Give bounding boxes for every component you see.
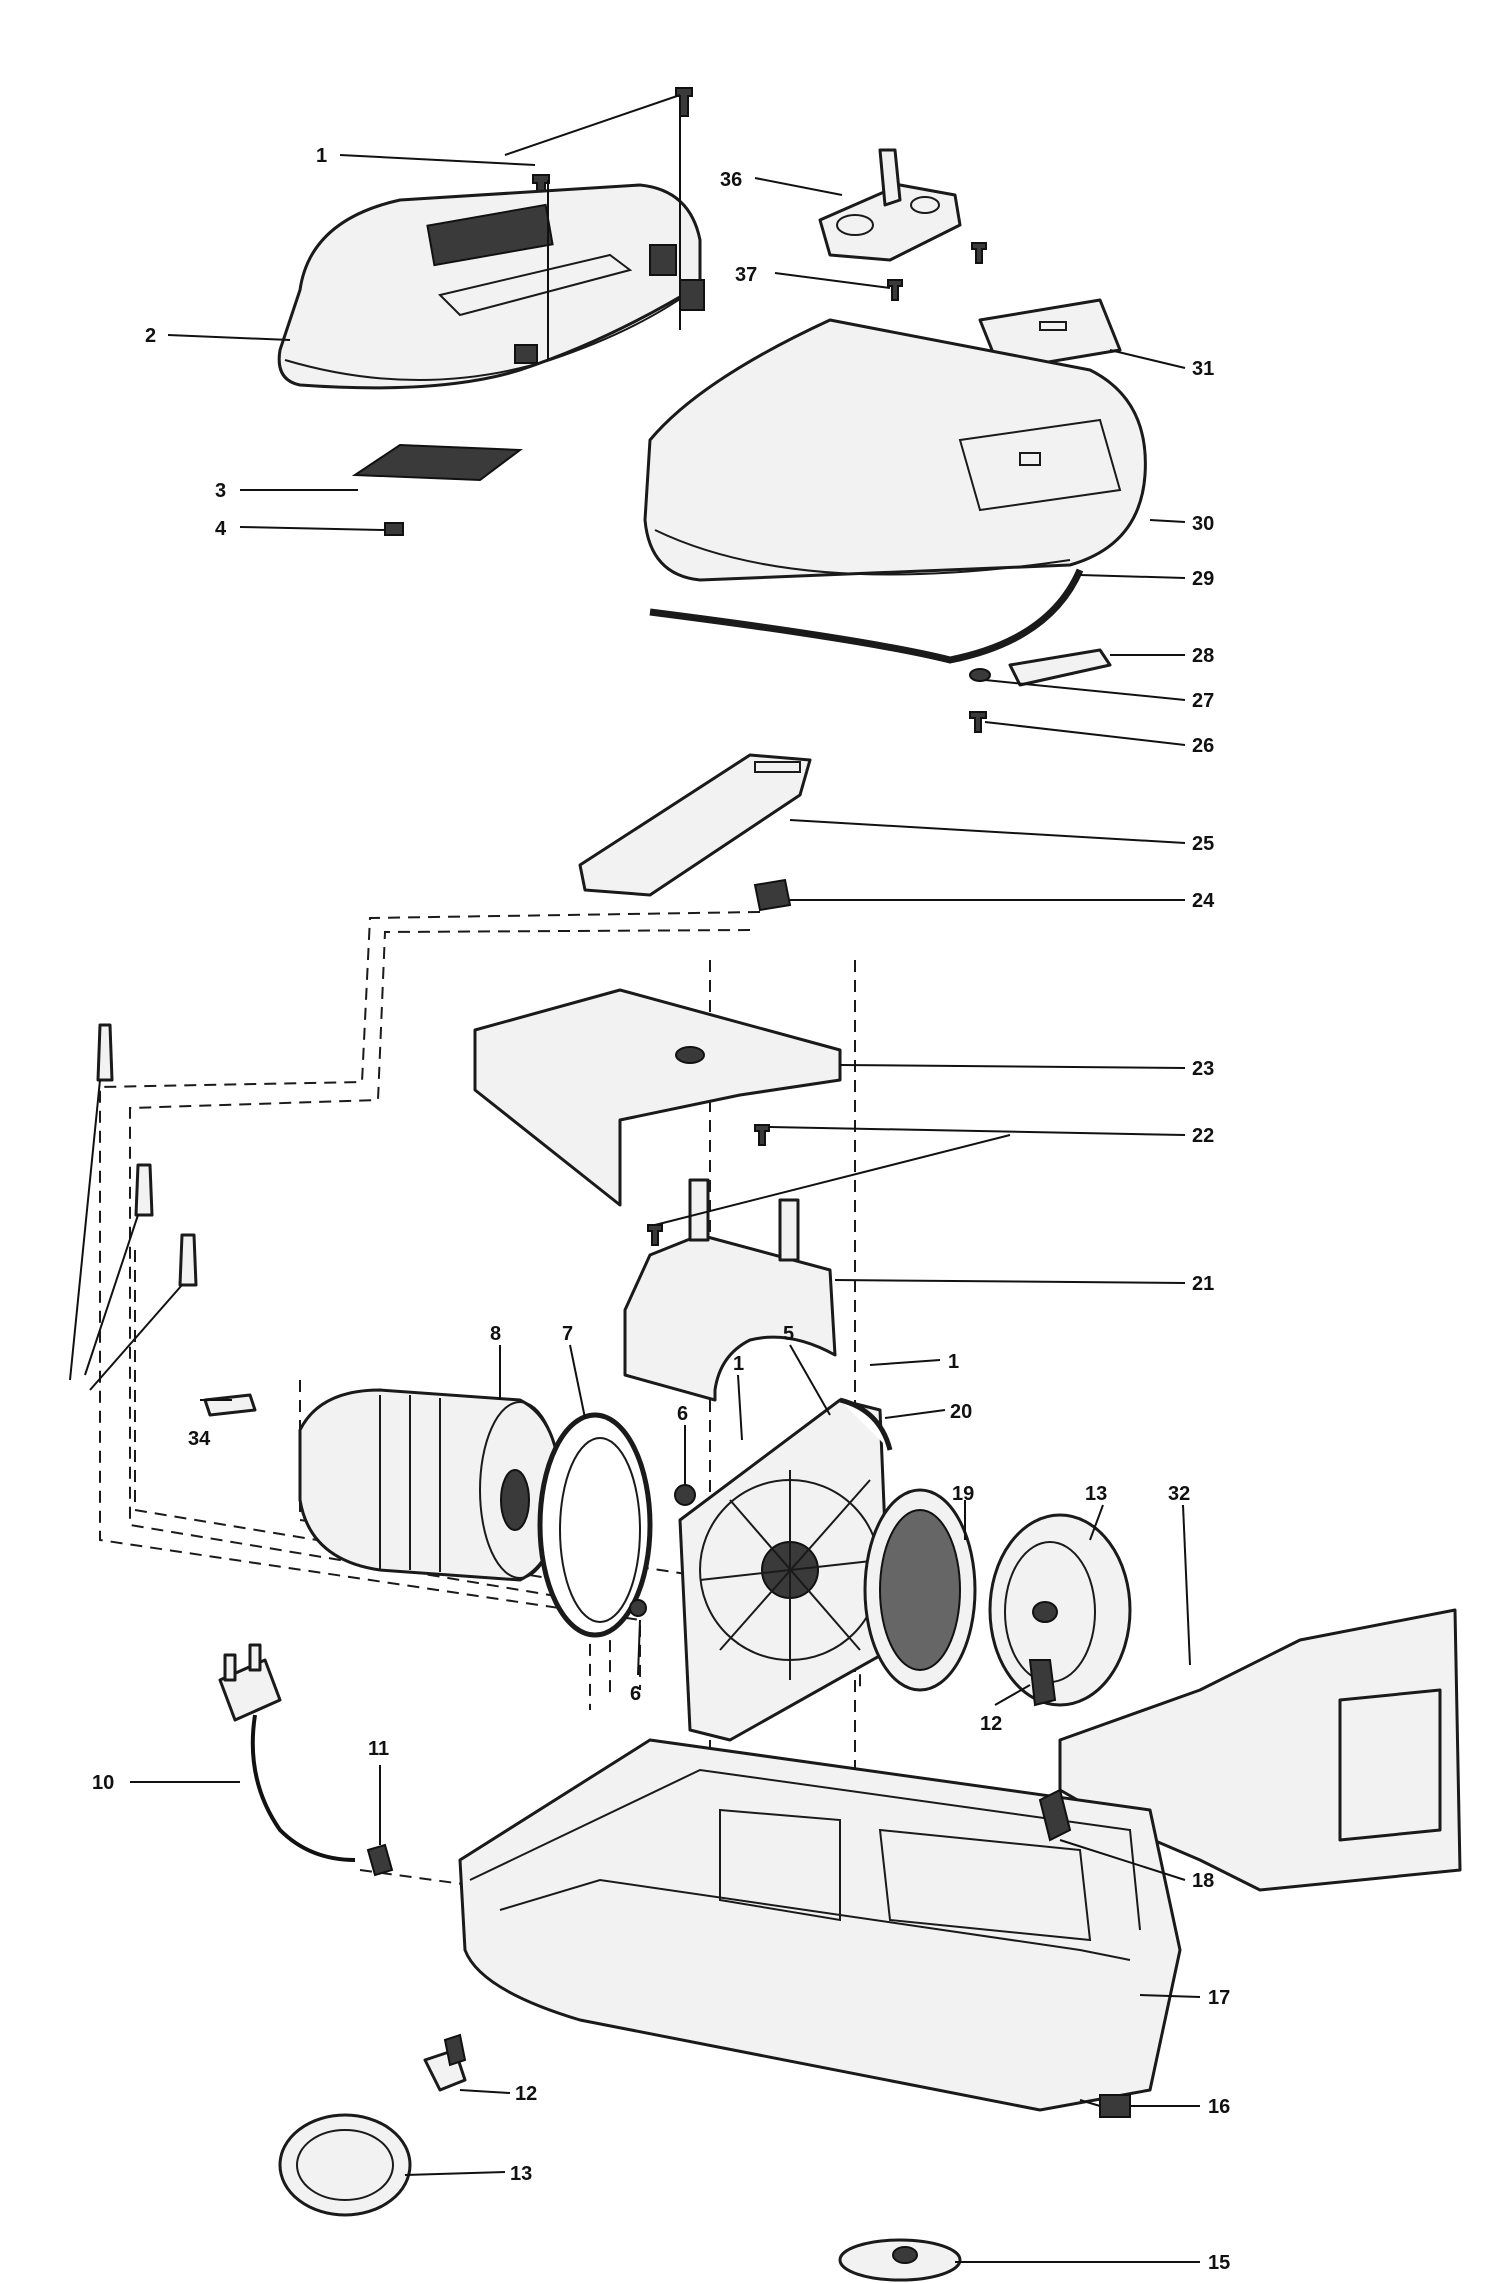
callout-13-right: 13 [1085,1483,1107,1505]
callout-20: 20 [950,1401,972,1423]
callout-31: 31 [1192,358,1214,380]
callout-3: 3 [215,480,226,502]
part-2-top-cover [277,183,705,390]
callout-23: 23 [1192,1058,1214,1080]
callout-4: 4 [215,518,227,540]
part-30-bag-lid [643,318,1147,582]
wire-connectors [69,1023,198,1391]
callout-15: 15 [1208,2252,1230,2274]
callout-18: 18 [1192,1870,1214,1892]
callout-6-top: 6 [677,1403,688,1425]
callout-21: 21 [1192,1273,1214,1295]
callout-32: 32 [1168,1483,1190,1505]
callout-13-left: 13 [510,2163,532,2185]
callout-36: 36 [720,169,742,191]
callout-12-right: 12 [980,1713,1002,1735]
callout-19: 19 [952,1483,974,1505]
callout-22: 22 [1192,1125,1214,1147]
callout-1-top: 1 [316,145,327,167]
callout-34: 34 [188,1428,211,1450]
callout-29: 29 [1192,568,1214,590]
callout-28: 28 [1192,645,1214,667]
part-37-screws [887,242,987,301]
callout-7: 7 [562,1323,573,1345]
callout-11: 11 [368,1738,389,1760]
callout-10: 10 [92,1772,114,1794]
callout-26: 26 [1192,735,1214,757]
part-5-fan-housing [678,1398,892,1742]
part-23-shield [473,988,842,1207]
callout-17: 17 [1208,1987,1230,2009]
part-36-handle-bracket [818,148,962,262]
part-12-axle-left [423,2033,467,2092]
part-34-terminal [203,1393,257,1417]
part-4-clip [384,522,404,536]
part-11-cord-clip [366,1843,394,1877]
callout-16: 16 [1208,2096,1230,2118]
part-19-exhaust-filter [863,1488,977,1692]
callout-25: 25 [1192,833,1214,855]
part-8-motor [298,1388,562,1582]
part-20-seal [839,1397,893,1451]
part-26-28-latch [969,648,1112,733]
part-6-nuts [629,1484,696,1617]
part-3-filter-pad [351,443,523,482]
callout-1-mid: 1 [733,1353,744,1375]
part-7-fan-band [537,1412,653,1638]
part-18-bag-clip [1038,1788,1072,1842]
callout-1-right: 1 [948,1351,959,1373]
callouts: 1 2 3 4 36 37 31 30 29 28 27 26 25 24 23… [92,94,1230,2274]
part-21-motor-housing [623,1178,837,1402]
part-29-gasket [649,568,1084,664]
part-10-power-cord [218,1643,356,1862]
part-22-screws [647,1124,770,1246]
part-25-handle-cover [578,753,812,897]
callout-8: 8 [490,1323,501,1345]
callout-30: 30 [1192,513,1214,535]
callout-12-left: 12 [515,2083,537,2105]
part-13-wheel-left [278,2113,412,2217]
part-15-caster [838,2238,962,2282]
part-13-wheel-right [988,1513,1132,1707]
callout-6-bottom: 6 [630,1683,641,1705]
callout-27: 27 [1192,690,1214,712]
part-screw-1-top [532,87,693,202]
callout-24: 24 [1192,890,1215,912]
callout-2: 2 [145,325,156,347]
part-12-axle-right [1028,1659,1057,1707]
callout-5: 5 [783,1323,794,1345]
callout-37: 37 [735,264,757,286]
part-17-base-housing [458,1738,1182,2112]
part-24-switch [753,878,792,912]
